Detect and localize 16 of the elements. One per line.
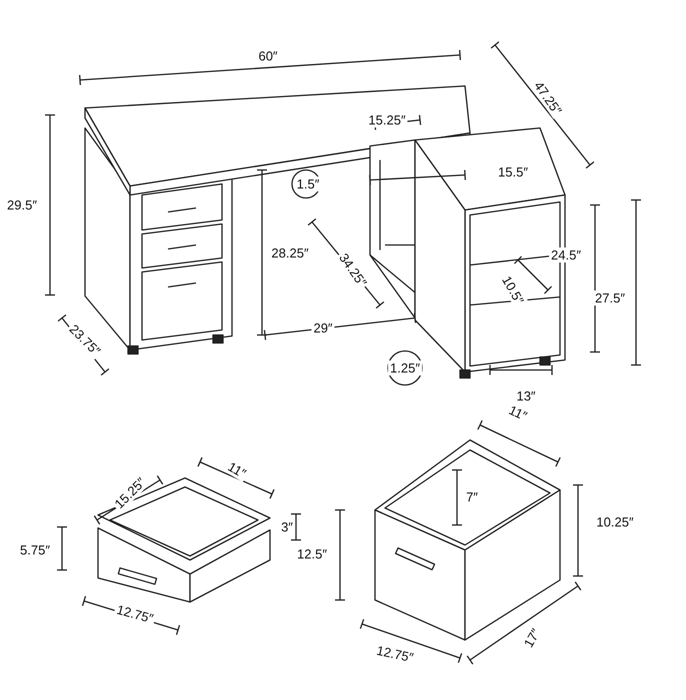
dimension-label: 60″ bbox=[256, 48, 280, 64]
dimension-label: 1.5″ bbox=[294, 176, 322, 192]
dimension-label: 13″ bbox=[514, 388, 538, 404]
dimension-label: 24.5″ bbox=[549, 248, 583, 262]
dimension-label: 10.25″ bbox=[594, 514, 636, 530]
dimension-label: 15.25″ bbox=[366, 112, 408, 128]
dimension-label: 29″ bbox=[311, 320, 335, 336]
dimension-label: 7″ bbox=[464, 490, 480, 504]
dimension-label: 12.5″ bbox=[295, 546, 329, 562]
dimension-label: 29.5″ bbox=[5, 198, 39, 212]
dimension-label: 28.25″ bbox=[269, 246, 311, 260]
dimension-label: 3″ bbox=[279, 520, 295, 534]
dimension-label: 1.25″ bbox=[388, 360, 422, 376]
dimension-label: 27.5″ bbox=[593, 290, 627, 306]
dimension-label: 15.5″ bbox=[496, 164, 530, 180]
dimension-label: 5.75″ bbox=[18, 542, 52, 558]
